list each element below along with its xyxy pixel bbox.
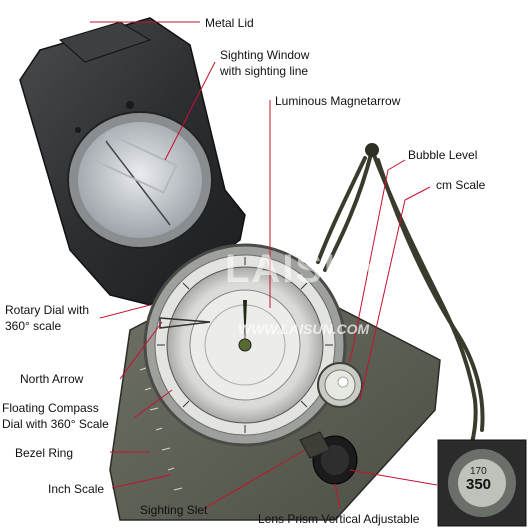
label-sighting-window-line1: Sighting Window xyxy=(220,48,310,62)
watermark-brand: LAISUN xyxy=(225,247,386,291)
sighting-slot xyxy=(299,431,331,459)
cord-knot xyxy=(365,143,379,157)
sighting-line xyxy=(104,139,171,226)
inch-scale-ticks xyxy=(139,367,183,491)
label-cm-scale: cm Scale xyxy=(436,178,486,192)
bubble-level xyxy=(317,362,363,408)
label-north-arrow: North Arrow xyxy=(20,372,84,386)
label-rotary-dial-line1: Rotary Dial with xyxy=(5,303,90,317)
label-floating-compass-line2: Dial with 360° Scale xyxy=(2,417,109,431)
label-luminous-magnetarrow: Luminous Magnetarrow xyxy=(275,94,401,108)
label-metal-lid: Metal Lid xyxy=(205,16,254,30)
label-sighting-window-line2: with sighting line xyxy=(220,64,309,78)
callout-lines xyxy=(90,21,438,509)
sighting-window xyxy=(67,111,213,249)
lanyard-cord xyxy=(316,148,485,482)
label-bezel-ring: Bezel Ring xyxy=(15,446,74,460)
inset-reading-main: 350 xyxy=(466,476,492,493)
label-inch-scale: Inch Scale xyxy=(48,482,105,496)
label-rotary-dial-line2: 360° scale xyxy=(5,319,62,333)
label-lens-prism: Lens Prism Vertical Adjustable xyxy=(258,512,420,526)
label-bubble-level: Bubble Level xyxy=(408,148,478,162)
label-floating-compass-line1: Floating Compass xyxy=(2,401,99,415)
label-sighting-slet: Sighting Slet xyxy=(140,503,208,517)
inset-reading-top: 170 xyxy=(470,466,487,477)
luminous-magnet-arrow xyxy=(238,300,252,352)
north-arrow xyxy=(159,317,211,329)
watermark-url: WWW.LAISUN.COM xyxy=(238,321,370,337)
inset-lens-view xyxy=(437,439,527,527)
